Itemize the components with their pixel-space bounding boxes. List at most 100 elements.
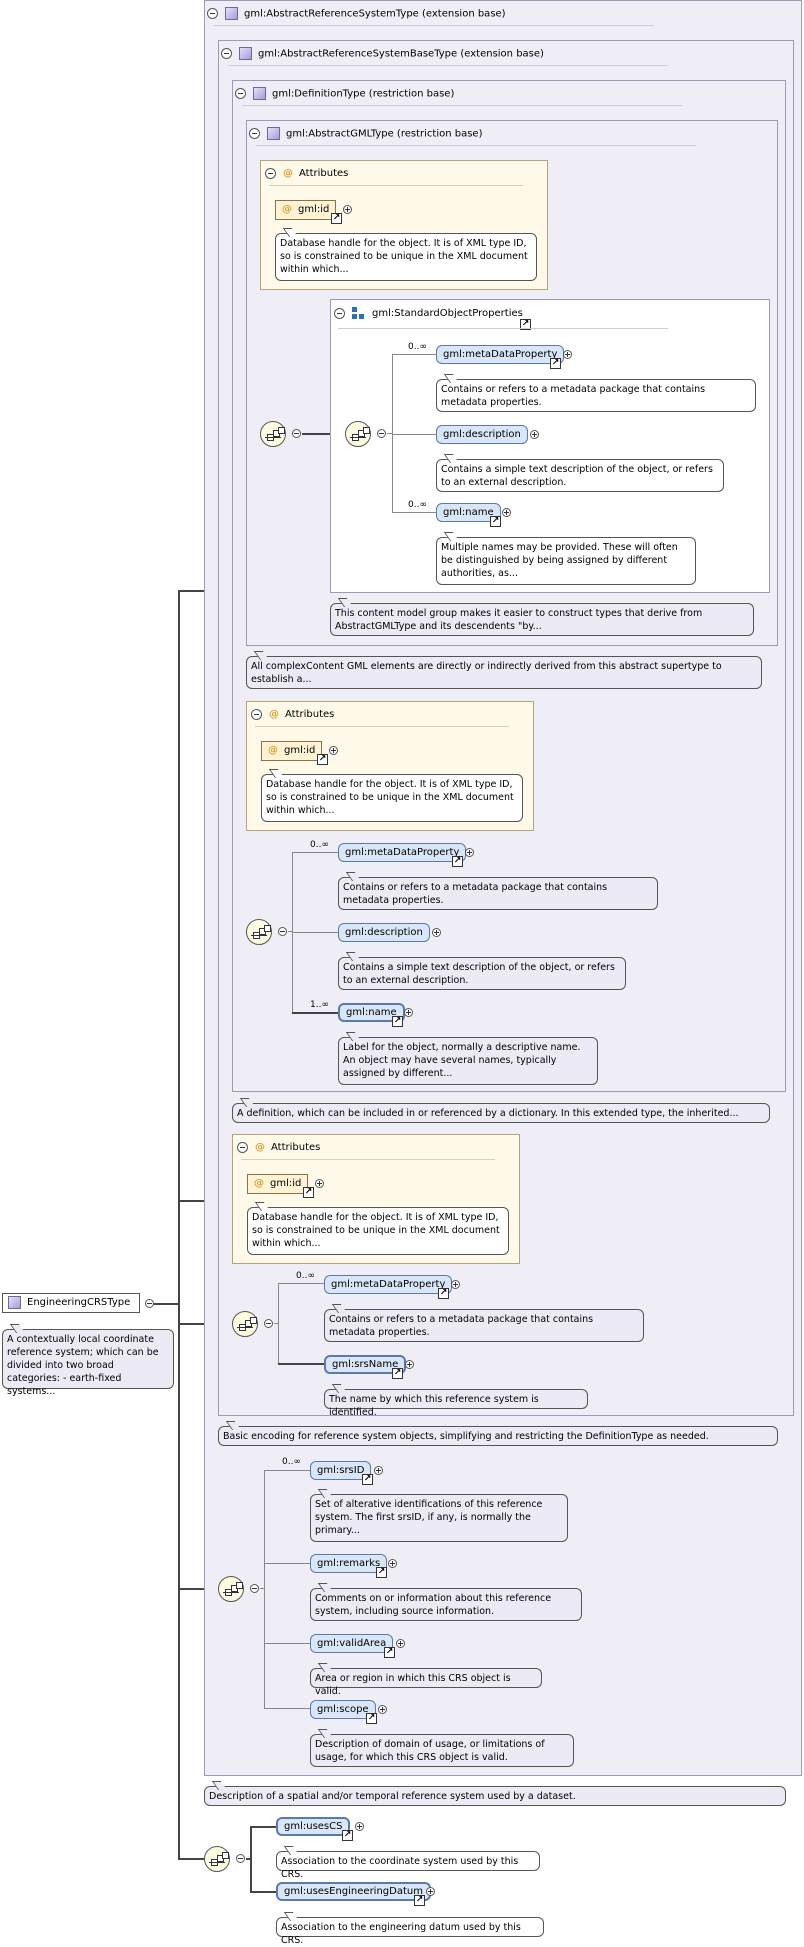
expand-icon[interactable] — [374, 1466, 383, 1475]
collapse-icon[interactable] — [235, 88, 246, 99]
connector — [264, 1708, 310, 1709]
vertical-connector — [250, 1826, 252, 1893]
sequence-icon[interactable] — [204, 1846, 230, 1872]
el-srs-id[interactable]: gml:srsID — [310, 1461, 372, 1480]
link-icon[interactable]: ↗ — [317, 754, 328, 765]
collapse-icon[interactable] — [221, 48, 232, 59]
collapse-icon[interactable] — [292, 429, 301, 438]
link-icon[interactable]: ↗ — [376, 1567, 387, 1578]
sequence-icon[interactable] — [246, 919, 272, 945]
expand-icon[interactable] — [530, 430, 539, 439]
root-collapse-icon[interactable] — [145, 1299, 154, 1308]
collapse-icon[interactable] — [278, 927, 287, 936]
el-uses-engineering-datum[interactable]: gml:usesEngineeringDatum — [276, 1882, 431, 1901]
def-header[interactable]: gml:DefinitionType (restriction base) — [235, 87, 454, 102]
collapse-icon[interactable] — [377, 429, 386, 438]
metadata-note: Contains or refers to a metadata package… — [338, 877, 658, 910]
complex-type-icon — [225, 7, 238, 20]
gml-id-note: Database handle for the object. It is of… — [261, 774, 523, 822]
link-icon[interactable]: ↗ — [362, 1474, 373, 1485]
sequence-icon[interactable] — [345, 421, 371, 447]
link-icon[interactable]: ↗ — [490, 516, 501, 527]
link-icon[interactable]: ↗ — [342, 1830, 353, 1841]
el-valid-area[interactable]: gml:validArea — [310, 1634, 394, 1653]
link-icon[interactable]: ↗ — [331, 213, 342, 224]
collapse-icon[interactable] — [264, 1319, 273, 1328]
description-note: Contains a simple text description of th… — [436, 459, 724, 492]
link-icon[interactable]: ↗ — [550, 358, 561, 369]
expand-icon[interactable] — [404, 1008, 413, 1017]
expand-icon[interactable] — [343, 205, 352, 214]
link-icon[interactable]: ↗ — [520, 319, 531, 330]
expand-icon[interactable] — [563, 350, 572, 359]
ext2-note: Basic encoding for reference system obje… — [218, 1426, 778, 1446]
link-icon[interactable]: ↗ — [452, 856, 463, 867]
link-icon[interactable]: ↗ — [392, 1016, 403, 1027]
el-remarks[interactable]: gml:remarks — [310, 1554, 388, 1573]
expand-icon[interactable] — [388, 1559, 397, 1568]
collapse-icon[interactable] — [236, 1854, 245, 1863]
root-element[interactable]: EngineeringCRSType — [2, 1293, 140, 1313]
attr-gml-id[interactable]: @gml:id — [247, 1174, 309, 1194]
connector — [292, 932, 338, 933]
def-separator — [242, 105, 682, 106]
el-scope[interactable]: gml:scope — [310, 1700, 376, 1719]
el-metadata-property[interactable]: gml:metaDataProperty — [324, 1275, 453, 1294]
collapse-icon[interactable] — [251, 708, 262, 720]
el-srs-name[interactable]: gml:srsName — [324, 1355, 407, 1374]
gml-id-note: Database handle for the object. It is of… — [275, 233, 537, 281]
std-group-header[interactable]: gml:StandardObjectProperties — [334, 307, 523, 321]
expand-icon[interactable] — [355, 1822, 364, 1831]
attr-gml-id[interactable]: @gml:id — [261, 741, 323, 761]
connector — [264, 1470, 310, 1471]
link-icon[interactable]: ↗ — [438, 1288, 449, 1299]
expand-icon[interactable] — [465, 848, 474, 857]
sequence-icon[interactable] — [260, 421, 286, 447]
expand-icon[interactable] — [396, 1639, 405, 1648]
attr-gml-id[interactable]: @gml:id — [275, 200, 337, 220]
vertical-connector — [264, 1470, 265, 1708]
link-icon[interactable]: ↗ — [366, 1713, 377, 1724]
collapse-icon[interactable] — [207, 8, 218, 19]
ext1-separator — [214, 25, 654, 26]
attributes-header[interactable]: @Attributes — [237, 1141, 320, 1155]
el-name[interactable]: gml:name — [338, 1003, 405, 1022]
el-metadata-property[interactable]: gml:metaDataProperty — [436, 345, 565, 364]
attributes-header[interactable]: @Attributes — [251, 708, 334, 722]
attributes-header[interactable]: @Attributes — [265, 167, 348, 181]
el-metadata-property[interactable]: gml:metaDataProperty — [338, 843, 467, 862]
expand-icon[interactable] — [405, 1360, 414, 1369]
collapse-icon[interactable] — [250, 1584, 259, 1593]
agml-header[interactable]: gml:AbstractGMLType (restriction base) — [249, 127, 482, 142]
collapse-icon[interactable] — [237, 1141, 248, 1153]
expand-icon[interactable] — [378, 1705, 387, 1714]
branch-own — [178, 1858, 204, 1860]
expand-icon[interactable] — [451, 1280, 460, 1289]
sequence-icon[interactable] — [232, 1311, 258, 1337]
collapse-icon[interactable] — [249, 128, 260, 139]
link-icon[interactable]: ↗ — [384, 1647, 395, 1658]
el-description[interactable]: gml:description — [436, 425, 528, 444]
expand-icon[interactable] — [502, 508, 511, 517]
expand-icon[interactable] — [329, 746, 338, 755]
el-description[interactable]: gml:description — [338, 923, 430, 942]
expand-icon[interactable] — [315, 1179, 324, 1188]
link-icon[interactable]: ↗ — [392, 1368, 403, 1379]
complex-type-icon — [253, 87, 266, 100]
ext1-note: Description of a spatial and/or temporal… — [204, 1786, 786, 1806]
sequence-icon[interactable] — [218, 1576, 244, 1602]
connector — [250, 1826, 276, 1828]
expand-icon[interactable] — [426, 1887, 435, 1896]
ext1-header[interactable]: gml:AbstractReferenceSystemType (extensi… — [207, 7, 506, 22]
collapse-icon[interactable] — [334, 307, 345, 319]
ext2-header[interactable]: gml:AbstractReferenceSystemBaseType (ext… — [221, 47, 544, 62]
link-icon[interactable]: ↗ — [414, 1895, 425, 1906]
gml-id-note: Database handle for the object. It is of… — [247, 1207, 509, 1255]
connector — [392, 434, 436, 435]
el-uses-cs[interactable]: gml:usesCS — [276, 1817, 351, 1836]
link-icon[interactable]: ↗ — [303, 1187, 314, 1198]
at-icon: @ — [282, 204, 292, 215]
collapse-icon[interactable] — [265, 167, 276, 179]
el-name[interactable]: gml:name — [436, 503, 501, 522]
expand-icon[interactable] — [432, 928, 441, 937]
